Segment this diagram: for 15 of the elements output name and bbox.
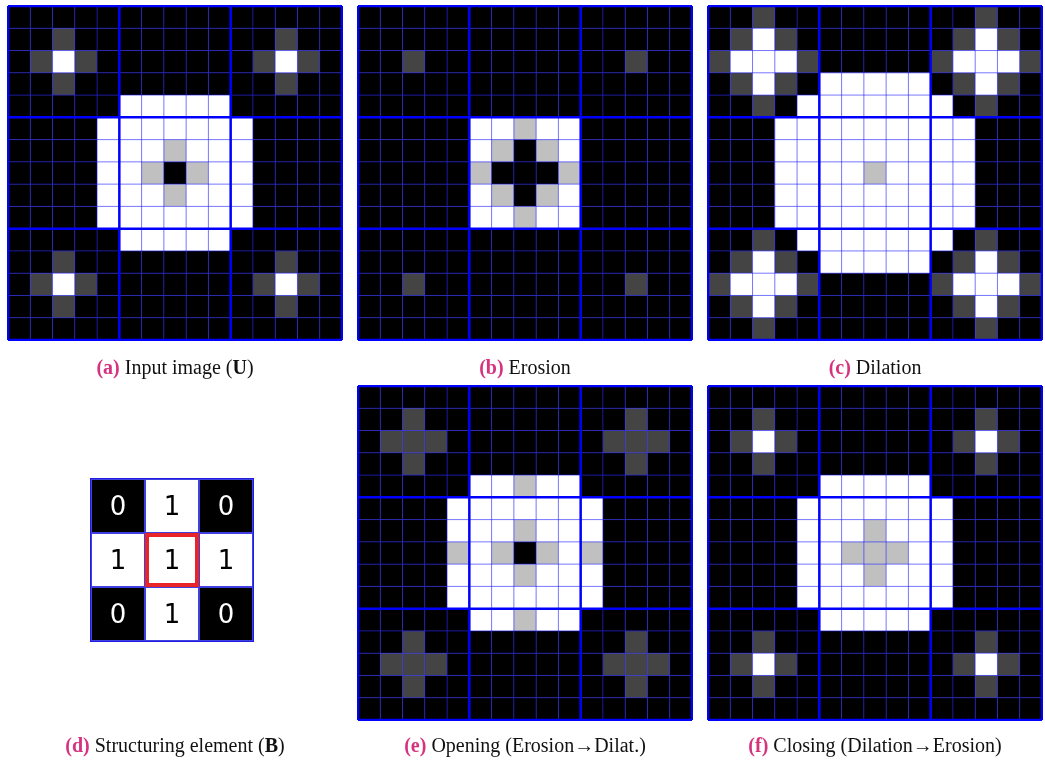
matrix-cell: 1 (91, 533, 145, 587)
matrix-cell: 0 (91, 479, 145, 533)
figure-caption: (c) Dilation (828, 355, 922, 379)
figure-caption: (d) Structuring element (B) (65, 733, 285, 757)
matrix-cell: 1 (145, 533, 199, 587)
matrix-cell: 0 (199, 479, 253, 533)
matrix-cell: 1 (199, 533, 253, 587)
matrix-cell: 0 (91, 587, 145, 641)
matrix-cell: 0 (199, 587, 253, 641)
matrix-cell: 1 (145, 479, 199, 533)
figure-caption: (e) Opening (Erosion→Dilat.) (404, 733, 646, 757)
figure-caption: (f) Closing (Dilation→Erosion) (748, 733, 1002, 757)
figure-caption: (a) Input image (U) (96, 355, 254, 379)
matrix-cell: 1 (145, 587, 199, 641)
figure-caption: (b) Erosion (479, 355, 571, 379)
